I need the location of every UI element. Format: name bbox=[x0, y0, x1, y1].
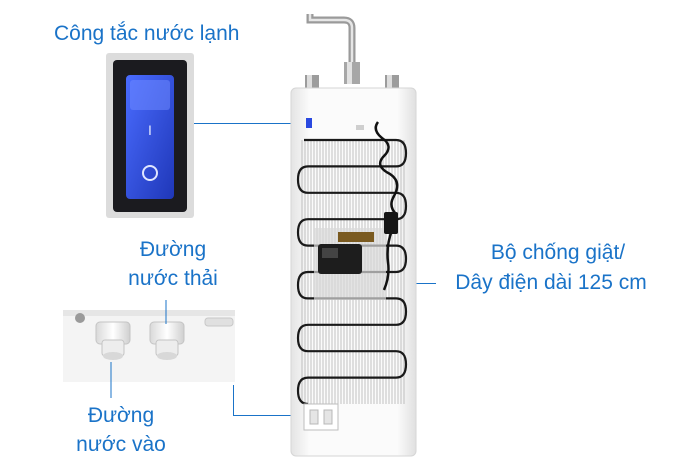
fittings-closeup bbox=[63, 310, 235, 382]
label-cold-water-switch: Công tắc nước lạnh bbox=[54, 22, 240, 45]
faucet bbox=[306, 14, 360, 84]
label-anti-shock-1: Bộ chống giật/ bbox=[490, 241, 626, 264]
leader-line-outlet-h bbox=[233, 415, 305, 416]
label-anti-shock-2: Dây điện dài 125 cm bbox=[455, 271, 647, 294]
label-drain-line-1: Đường bbox=[139, 238, 207, 261]
label-inlet-line-1: Đường bbox=[87, 404, 155, 427]
condenser-coil bbox=[296, 138, 408, 406]
cold-water-switch-closeup: I bbox=[106, 53, 194, 218]
switch-off-mark bbox=[142, 165, 158, 181]
coil-tube bbox=[296, 138, 408, 406]
bottom-outlet-fittings bbox=[303, 403, 339, 431]
label-inlet-line-2: nước vào bbox=[76, 433, 166, 456]
inset-leader-lines bbox=[110, 300, 167, 398]
leader-line-switch bbox=[194, 123, 303, 124]
power-cord bbox=[374, 121, 399, 291]
switch-on-mark: I bbox=[148, 122, 152, 138]
compressor bbox=[314, 228, 386, 300]
leader-line-outlet-v bbox=[233, 385, 234, 416]
label-drain-line-2: nước thải bbox=[128, 267, 218, 290]
top-fittings bbox=[305, 75, 399, 89]
